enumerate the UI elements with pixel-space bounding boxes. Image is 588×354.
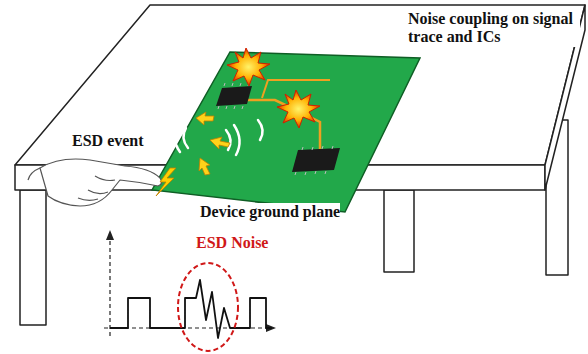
hand: [28, 159, 162, 206]
waveform-plot: [104, 230, 276, 351]
ground-plane-label: Device ground plane: [200, 203, 340, 221]
table: [15, 5, 585, 325]
lightning-bolt: [156, 168, 176, 196]
noise-label: ESD Noise: [196, 234, 268, 252]
noise-coupling-label: Noise coupling on signal trace and ICs: [408, 10, 580, 47]
pcb: [152, 48, 420, 212]
event-label: ESD event: [72, 132, 144, 150]
